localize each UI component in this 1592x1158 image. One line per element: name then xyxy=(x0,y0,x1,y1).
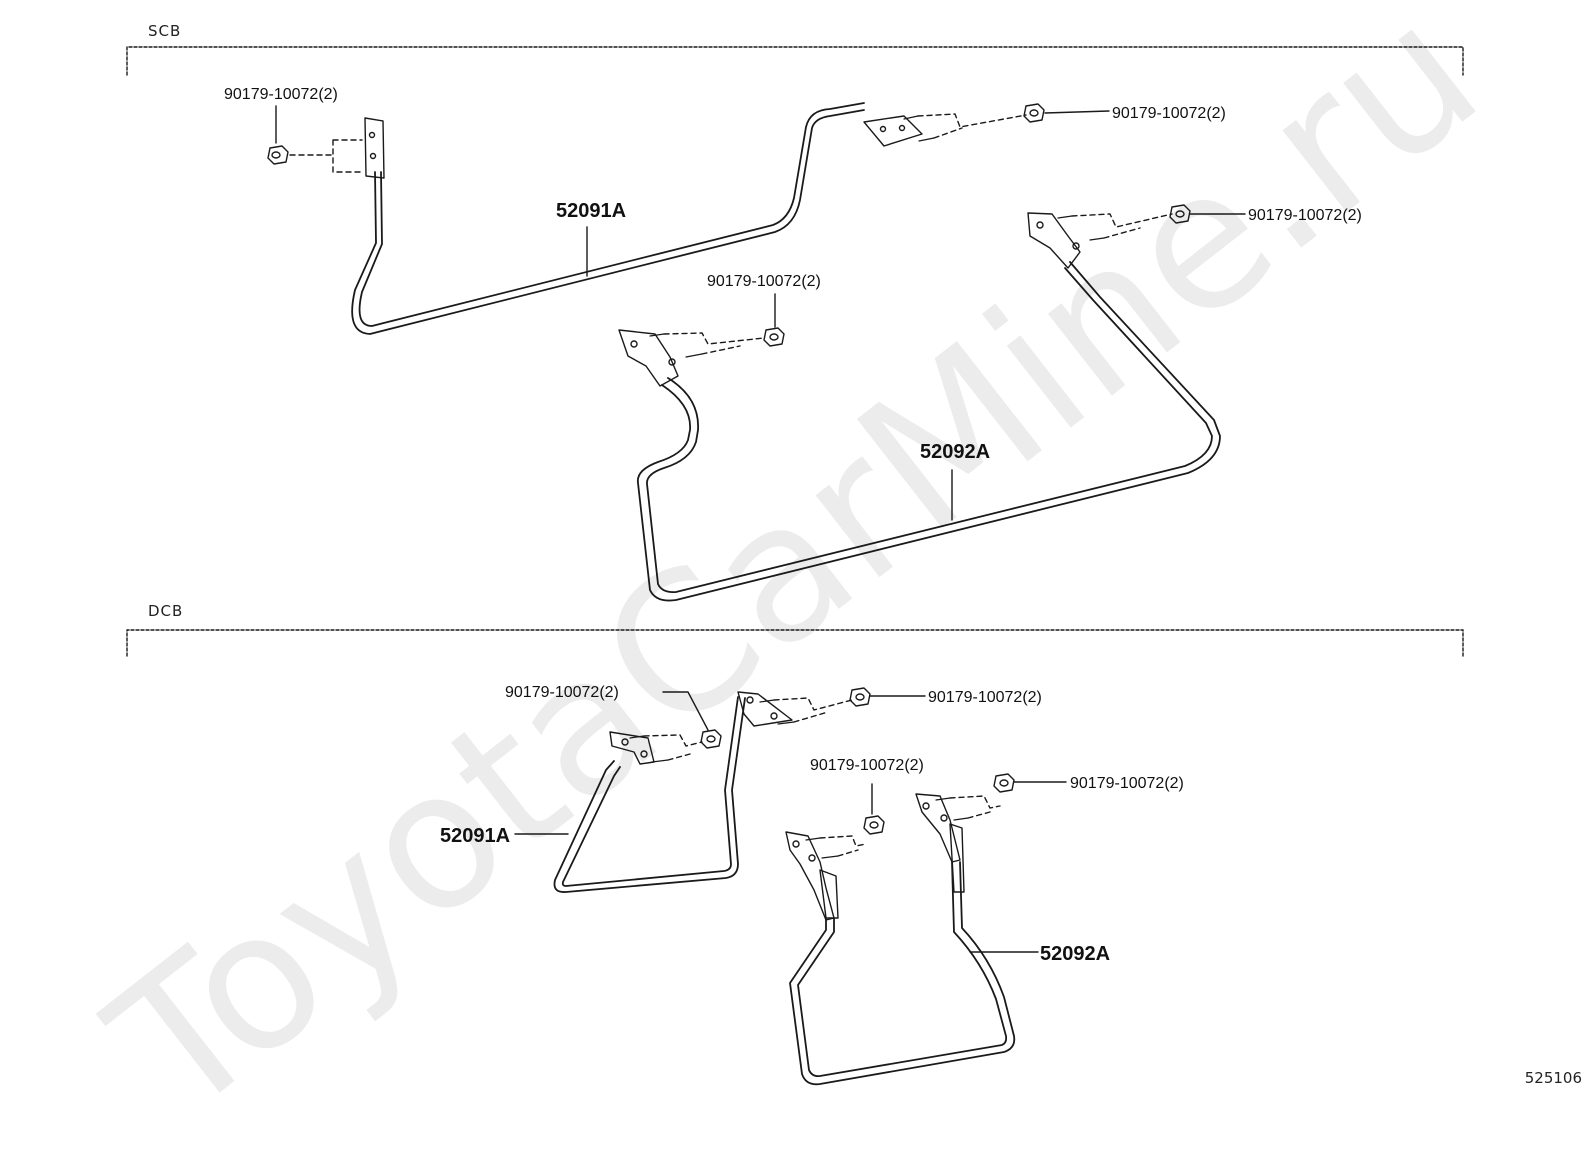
scb-nut-left[interactable] xyxy=(267,145,289,165)
section-label-dcb: DCB xyxy=(148,602,184,620)
callout-dcb-bar-52091A: 52091A xyxy=(440,825,510,847)
section-bracket-dcb xyxy=(126,629,1464,657)
section-label-scb: SCB xyxy=(148,22,182,40)
callout-scb-nut-right: 90179-10072(2) xyxy=(1248,207,1362,224)
callout-dcb-bar-52092A: 52092A xyxy=(1040,943,1110,965)
dcb-bar-52092A[interactable] xyxy=(785,793,1016,1086)
callout-scb-nut-left: 90179-10072(2) xyxy=(224,86,338,103)
callout-scb-bar-52091A: 52091A xyxy=(556,200,626,222)
callout-scb-bar-52092A: 52092A xyxy=(920,441,990,463)
callout-dcb-nut-right: 90179-10072(2) xyxy=(1070,775,1184,792)
section-bracket-scb xyxy=(126,46,1464,76)
callout-dcb-nut-upper-right: 90179-10072(2) xyxy=(928,689,1042,706)
scb-nut-top-right[interactable] xyxy=(1023,103,1045,123)
dcb-nut-upper-left[interactable] xyxy=(700,729,722,749)
parts-diagram: ToyotaCarMine.ru SCB DCB xyxy=(73,0,1582,1158)
scb-nut-center[interactable] xyxy=(763,327,785,347)
callout-dcb-nut-upper-left: 90179-10072(2) xyxy=(505,684,619,701)
dcb-nut-center[interactable] xyxy=(863,815,885,835)
scb-bar-52091A[interactable] xyxy=(351,102,923,335)
dcb-nut-right[interactable] xyxy=(993,773,1015,793)
diagram-id: 525106 xyxy=(1524,1069,1582,1087)
dcb-bar-52091A[interactable] xyxy=(553,691,793,893)
callout-dcb-nut-center: 90179-10072(2) xyxy=(810,757,924,774)
scb-bar-52092A[interactable] xyxy=(618,212,1221,602)
callout-scb-nut-center: 90179-10072(2) xyxy=(707,273,821,290)
callout-scb-nut-top-right: 90179-10072(2) xyxy=(1112,105,1226,122)
diagram-svg: 90179-10072(2) 90179-10072(2) 90179-1007… xyxy=(126,46,1464,1086)
dcb-nut-upper-right[interactable] xyxy=(849,687,871,707)
scb-nut-right[interactable] xyxy=(1169,204,1191,224)
